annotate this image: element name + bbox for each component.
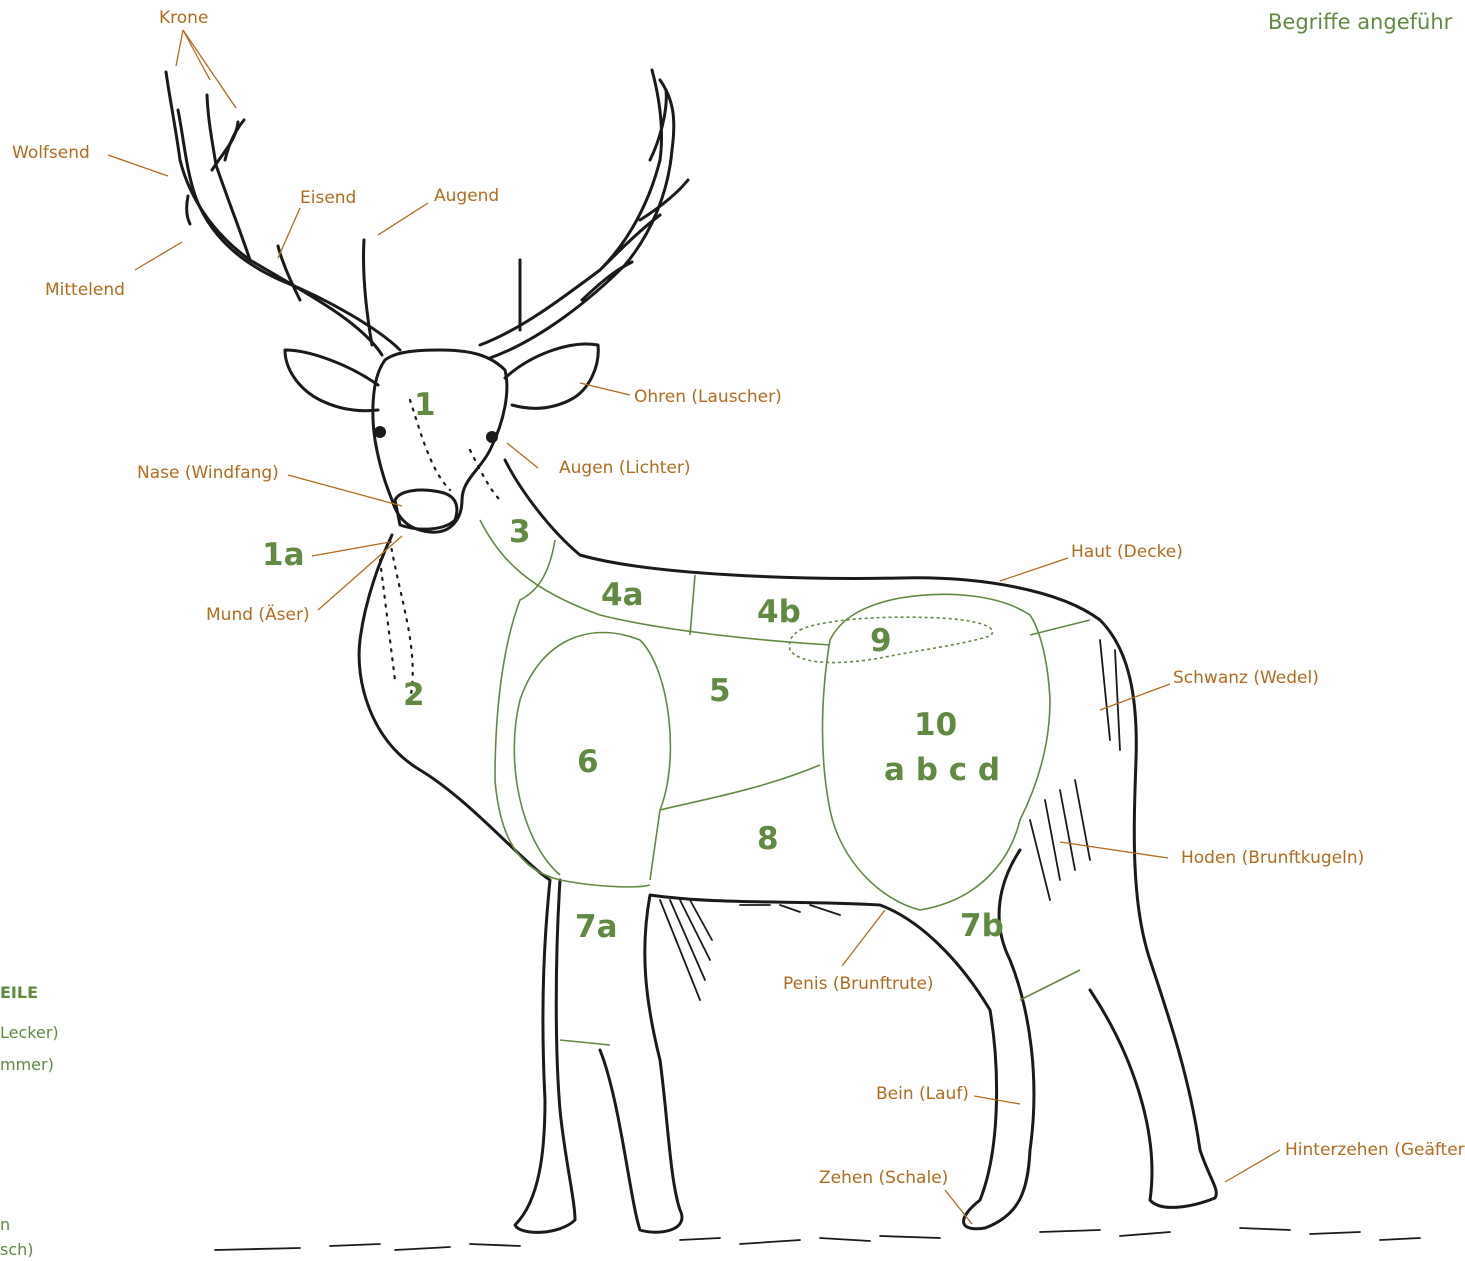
region-1: 1	[414, 390, 436, 421]
ground-line	[215, 1228, 1420, 1250]
region-7b: 7b	[960, 911, 1004, 942]
label-hinterzehen: Hinterzehen (Geäfter)	[1285, 1142, 1465, 1159]
hind-hatching	[1030, 640, 1120, 900]
label-krone: Krone	[159, 10, 208, 27]
label-ohren: Ohren (Lauscher)	[634, 389, 782, 406]
label-mund: Mund (Äser)	[206, 607, 310, 624]
region-9: 9	[870, 626, 892, 657]
left-ear	[285, 350, 378, 411]
region-3: 3	[509, 517, 531, 548]
region-6: 6	[577, 747, 599, 778]
region-4a: 4a	[601, 580, 644, 611]
legend-line-2: mmer)	[0, 1057, 54, 1073]
region-5: 5	[709, 676, 731, 707]
region-8: 8	[757, 824, 779, 855]
legend-heading: EILE	[0, 985, 38, 1001]
legend-line-4: sch)	[0, 1242, 34, 1258]
label-penis: Penis (Brunftrute)	[783, 976, 934, 993]
label-schwanz: Schwanz (Wedel)	[1173, 670, 1319, 687]
label-augen: Augen (Lichter)	[559, 460, 691, 477]
legend-line-3: n	[0, 1217, 10, 1233]
leader-lines	[108, 30, 1280, 1224]
label-eisend: Eisend	[300, 190, 356, 207]
legend-line-1: Lecker)	[0, 1025, 59, 1041]
region-10-subparts: a b c d	[884, 755, 1000, 786]
label-zehen: Zehen (Schale)	[819, 1170, 948, 1187]
region-2: 2	[403, 680, 425, 711]
right-ear	[505, 344, 598, 408]
head-dots	[380, 400, 500, 700]
label-wolfsend: Wolfsend	[12, 145, 90, 162]
nose-shape	[395, 490, 457, 529]
header-title: Begriffe angeführ	[1268, 12, 1452, 33]
region-4b: 4b	[757, 597, 801, 628]
left-eye-mark	[374, 426, 386, 438]
region-1a: 1a	[262, 540, 305, 571]
label-hoden: Hoden (Brunftkugeln)	[1181, 850, 1364, 867]
head-outline	[373, 350, 507, 532]
right-eye-mark	[486, 431, 498, 443]
label-augend: Augend	[434, 188, 499, 205]
region-7a: 7a	[575, 912, 618, 943]
label-nase: Nase (Windfang)	[137, 465, 279, 482]
label-mittelend: Mittelend	[45, 282, 125, 299]
label-bein: Bein (Lauf)	[876, 1086, 969, 1103]
region-10: 10	[914, 710, 957, 741]
label-haut: Haut (Decke)	[1071, 544, 1183, 561]
